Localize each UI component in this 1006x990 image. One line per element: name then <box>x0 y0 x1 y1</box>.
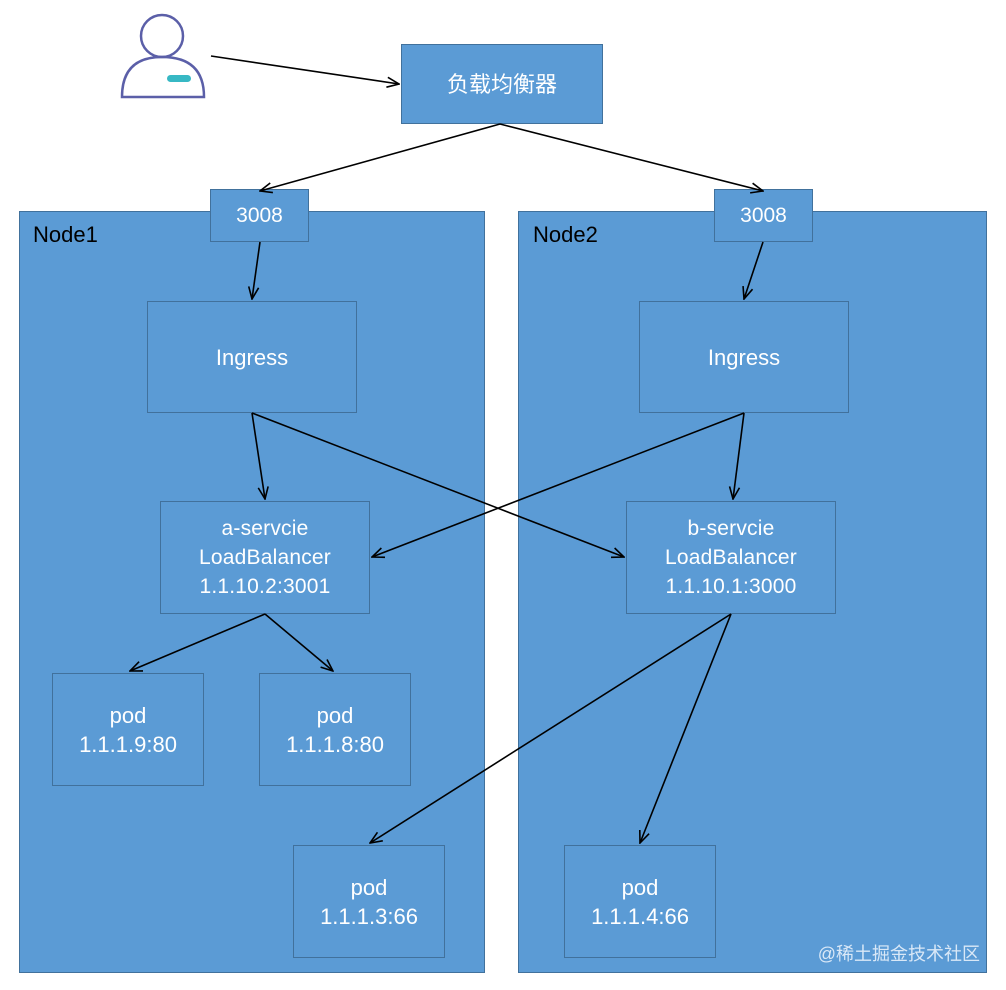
node1-ingress-box[interactable]: Ingress <box>147 301 357 413</box>
watermark: @稀土掘金技术社区 <box>817 944 980 964</box>
pod-box-4[interactable]: pod 1.1.1.4:66 <box>564 845 716 958</box>
pod-box-3[interactable]: pod 1.1.1.3:66 <box>293 845 445 958</box>
node1-label: Node1 <box>33 222 98 247</box>
pod-box-2[interactable]: pod 1.1.1.8:80 <box>259 673 411 786</box>
pod-address: 1.1.1.3:66 <box>320 903 418 929</box>
b-service-box[interactable]: b-servcie LoadBalancer 1.1.10.1:3000 <box>626 501 836 614</box>
load-balancer-box[interactable]: 负载均衡器 <box>401 44 603 124</box>
a-service-type: LoadBalancer <box>199 546 331 569</box>
node1-port-box[interactable]: 3008 <box>210 189 309 242</box>
node2-port-box[interactable]: 3008 <box>714 189 813 242</box>
pod-address: 1.1.1.4:66 <box>591 903 689 929</box>
pod-label: pod <box>350 874 388 900</box>
load-balancer-label: 负载均衡器 <box>446 71 557 97</box>
node1-port-label: 3008 <box>236 204 283 227</box>
pod-label: pod <box>109 702 147 728</box>
pod-label: pod <box>621 874 659 900</box>
b-service-address: 1.1.10.1:3000 <box>665 575 797 598</box>
node1-ingress-label: Ingress <box>215 344 289 370</box>
b-service-type: LoadBalancer <box>665 546 797 569</box>
arrow-lb-to-node2-port <box>499 123 763 191</box>
node2-ingress-box[interactable]: Ingress <box>639 301 849 413</box>
pod-label: pod <box>316 702 354 728</box>
pod-address: 1.1.1.8:80 <box>286 731 384 757</box>
arrow-lb-to-node1-port <box>260 123 501 191</box>
node2-label: Node2 <box>533 222 598 247</box>
pod-box-1[interactable]: pod 1.1.1.9:80 <box>52 673 204 786</box>
a-service-box[interactable]: a-servcie LoadBalancer 1.1.10.2:3001 <box>160 501 370 614</box>
node2-ingress-label: Ingress <box>707 344 781 370</box>
b-service-name: b-servcie <box>687 517 775 540</box>
a-service-address: 1.1.10.2:3001 <box>199 575 331 598</box>
arrow-user-to-lb <box>210 55 399 84</box>
pod-address: 1.1.1.9:80 <box>79 731 177 757</box>
node2-port-label: 3008 <box>740 204 787 227</box>
a-service-name: a-servcie <box>221 517 309 540</box>
